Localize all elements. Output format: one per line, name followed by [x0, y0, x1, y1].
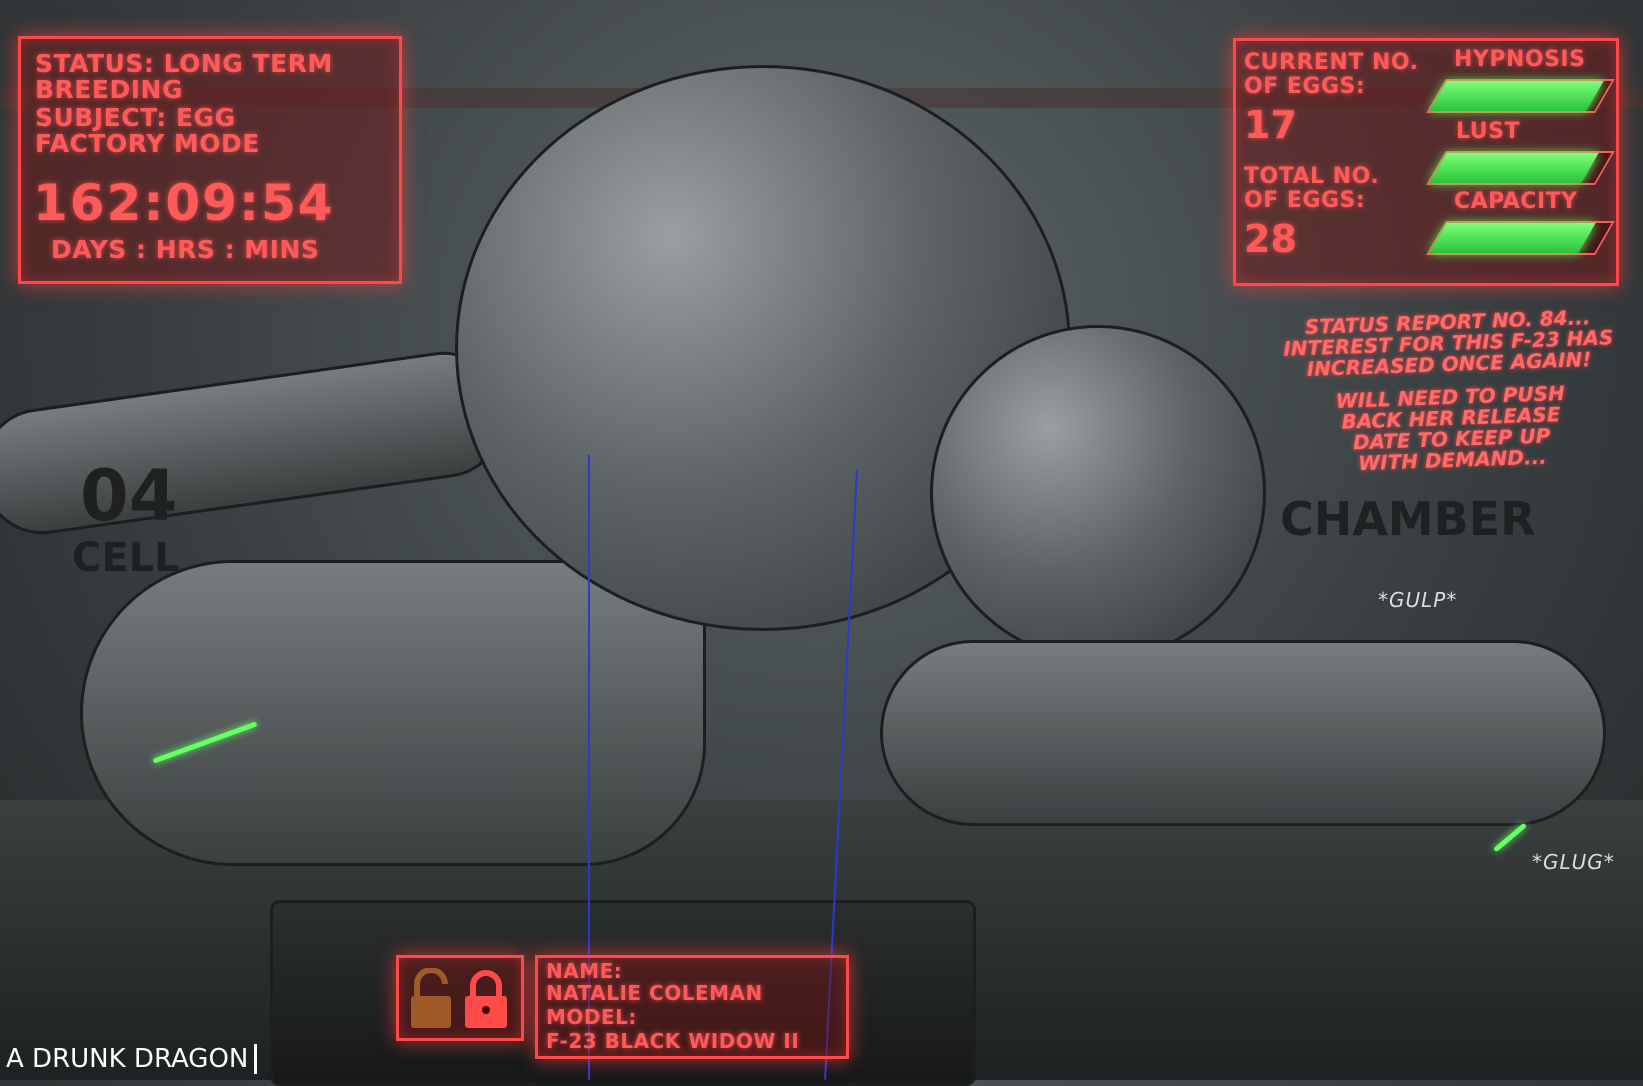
subject-text: Subject: Egg factory mode: [35, 103, 260, 158]
side-sphere: [930, 325, 1266, 661]
name-label: Name:: [546, 959, 623, 983]
current-eggs-value: 17: [1244, 103, 1297, 147]
gauge-label-hypnosis: Hypnosis: [1454, 47, 1586, 72]
timer: 162:09:54: [33, 174, 335, 232]
gauge-fill: [1429, 153, 1599, 183]
gauge-hypnosis: [1426, 79, 1615, 113]
status-report: Status report no. 84... Interest for thi…: [1267, 305, 1632, 477]
tube-left: [0, 344, 513, 542]
locked-padlock-icon: [465, 970, 507, 1028]
body-right: [880, 640, 1606, 826]
sfx-gulp: *GULP*: [1378, 588, 1458, 612]
status-text: Status: Long term breeding: [35, 49, 333, 104]
unlocked-padlock-icon: [411, 968, 451, 1028]
total-eggs-label: Total no. of eggs:: [1244, 164, 1380, 213]
total-eggs-value: 28: [1244, 217, 1297, 261]
sfx-glug: *GLUG*: [1532, 850, 1615, 874]
report-line-2: Interest for this F-23 has increased onc…: [1282, 325, 1614, 381]
gauge-label-capacity: Capacity: [1454, 189, 1578, 214]
watermark: A Drunk Dragon: [6, 1044, 258, 1074]
gauge-fill: [1429, 81, 1604, 111]
cell-number: 04: [80, 455, 178, 537]
report-line-3: Will need to push back her release date …: [1335, 381, 1566, 476]
chamber-label: Chamber: [1280, 492, 1536, 546]
body-left: [80, 560, 706, 866]
model-label: Model:: [546, 1005, 637, 1029]
stats-panel: Current no. of eggs: 17 Total no. of egg…: [1233, 38, 1619, 286]
status-panel: Status: Long term breeding Subject: Egg …: [18, 36, 402, 284]
gauge-fill: [1429, 223, 1596, 253]
current-eggs-label: Current no. of eggs:: [1244, 50, 1419, 99]
model-value: F-23 Black Widow II: [546, 1029, 800, 1053]
gauge-lust: [1426, 151, 1615, 185]
lock-panel: [396, 955, 524, 1041]
cell-label: Cell: [72, 535, 180, 581]
name-value: Natalie Coleman: [546, 981, 763, 1005]
id-panel: Name: Natalie Coleman Model: F-23 Black …: [535, 955, 849, 1059]
cable: [588, 455, 590, 1080]
timer-units: Days : Hrs : Mins: [51, 235, 320, 264]
gauge-label-lust: Lust: [1456, 119, 1520, 144]
gauge-capacity: [1426, 221, 1615, 255]
